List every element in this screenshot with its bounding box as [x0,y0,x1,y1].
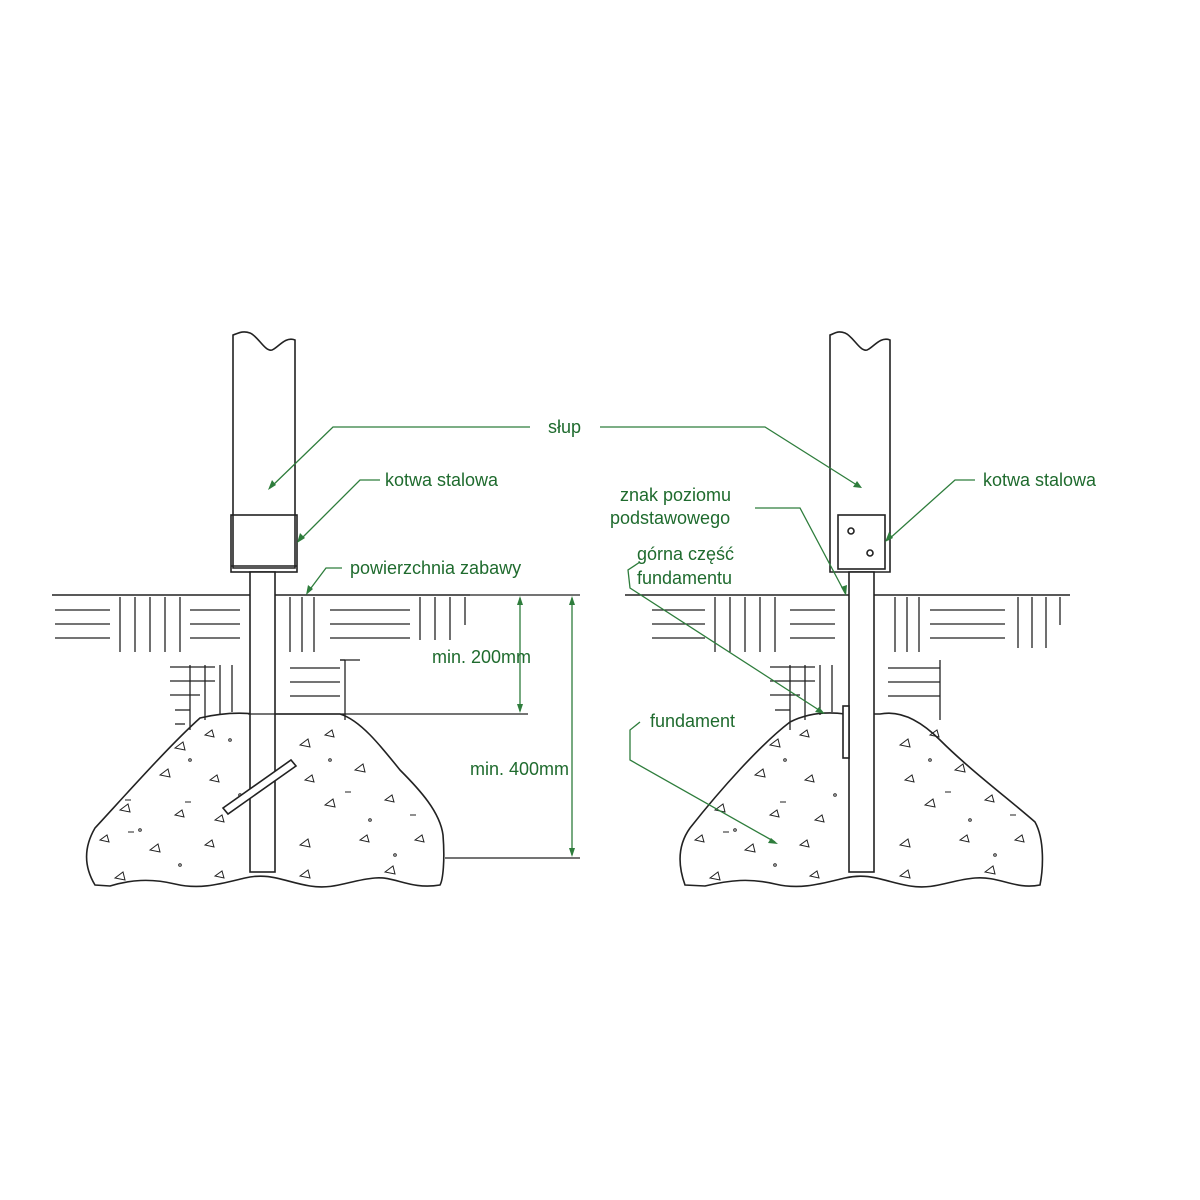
dimension-400 [569,596,575,857]
label-gorna-czesc: górna część [637,544,734,564]
label-znak-poziomu: znak poziomu [620,485,731,505]
left-anchor-rod [249,571,276,873]
label-powierzchnia-zabawy: powierzchnia zabawy [350,558,521,578]
label-podstawowego: podstawowego [610,508,730,528]
left-post-upper [232,331,296,569]
level-mark-plate [842,705,850,759]
left-foundation [85,712,445,888]
left-aggregate [98,729,425,881]
right-post-upper [829,331,891,573]
label-kotwa-stalowa-left: kotwa stalowa [385,470,499,490]
leader-lines [268,426,975,844]
right-soil-hatch [652,597,1061,730]
left-soil-hatch [55,597,466,730]
right-foundation [679,712,1044,888]
right-anchor-rod [848,571,875,873]
label-fundamentu: fundamentu [637,568,732,588]
left-steel-anchor [230,514,298,573]
right-aggregate [693,729,1025,881]
dimension-200 [470,594,580,713]
left-rebar [221,758,298,816]
label-fundament: fundament [650,711,735,731]
right-detail [625,331,1070,888]
left-detail [52,331,580,888]
label-slup: słup [548,417,581,437]
label-min-200mm: min. 200mm [432,647,531,667]
right-steel-anchor-plate [837,514,886,570]
label-kotwa-stalowa-right: kotwa stalowa [983,470,1097,490]
bolt-hole [866,549,874,557]
bolt-hole [847,527,855,535]
label-min-400mm: min. 400mm [470,759,569,779]
